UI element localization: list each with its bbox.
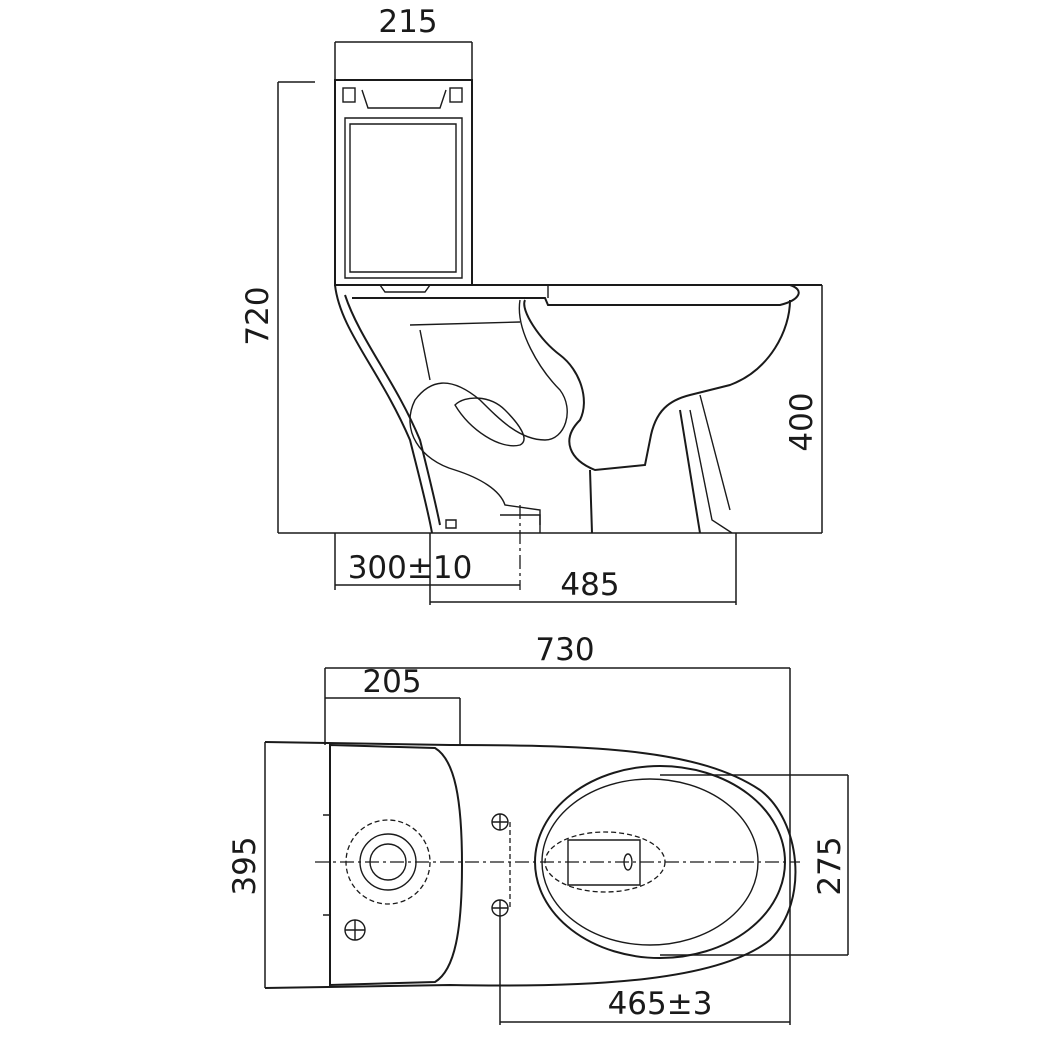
dim-label: 395 [227,836,263,895]
dim-total-height: 720 [240,81,315,533]
dim-label: 215 [378,4,437,40]
dim-bowl-width: 275 [660,774,849,956]
dim-label: 205 [362,664,421,700]
dim-seat-height: 400 [784,285,823,533]
dim-rough-in: 300±10 [334,505,521,590]
dim-total-length: 730 [324,632,791,862]
bowl-side [334,284,822,534]
dim-label: 720 [240,286,276,345]
dim-total-width: 395 [227,742,266,988]
dim-label: 400 [784,392,820,451]
dim-label: 300±10 [348,550,473,586]
dim-label: 485 [560,567,619,603]
dim-tank-depth: 205 [325,664,461,745]
dim-label: 275 [812,836,848,895]
dim-fixing-front: 465±3 [499,862,791,1025]
tank-side [334,79,473,293]
top-view: 730 205 395 275 465±3 [227,632,849,1025]
dim-label: 730 [535,632,594,668]
dim-tank-width: 215 [334,4,473,285]
dim-outlet-front: 485 [429,533,737,605]
outline-top [264,741,797,989]
side-view: 215 720 400 300±10 485 [240,4,823,605]
dim-label: 465±3 [608,986,713,1022]
